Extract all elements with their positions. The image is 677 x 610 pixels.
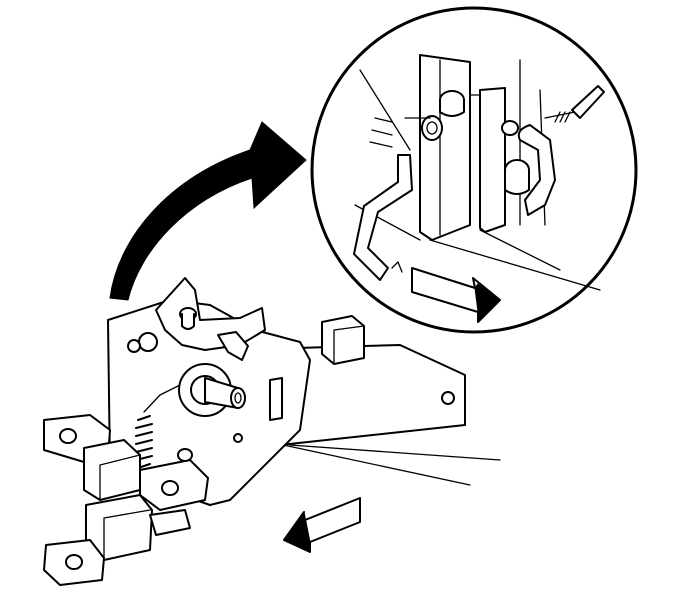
latch-assembly [43,277,501,586]
detail-view-circle [310,6,638,334]
electrical-connector [321,315,365,365]
rod-retainer-clip [501,120,556,216]
callout-curved-arrow [109,121,307,301]
direction-arrow-bottom [283,497,361,553]
return-spring [135,384,181,469]
latch-catch [139,448,209,511]
direction-arrow-detail [411,267,501,324]
lock-lever [155,277,266,361]
bracket-stud [404,90,465,141]
linkage-rod [353,154,413,281]
latch-pivot [178,363,246,417]
actuator-rod [544,85,605,123]
mounting-tab-lower [43,494,191,586]
mounting-tab-upper [43,414,141,501]
